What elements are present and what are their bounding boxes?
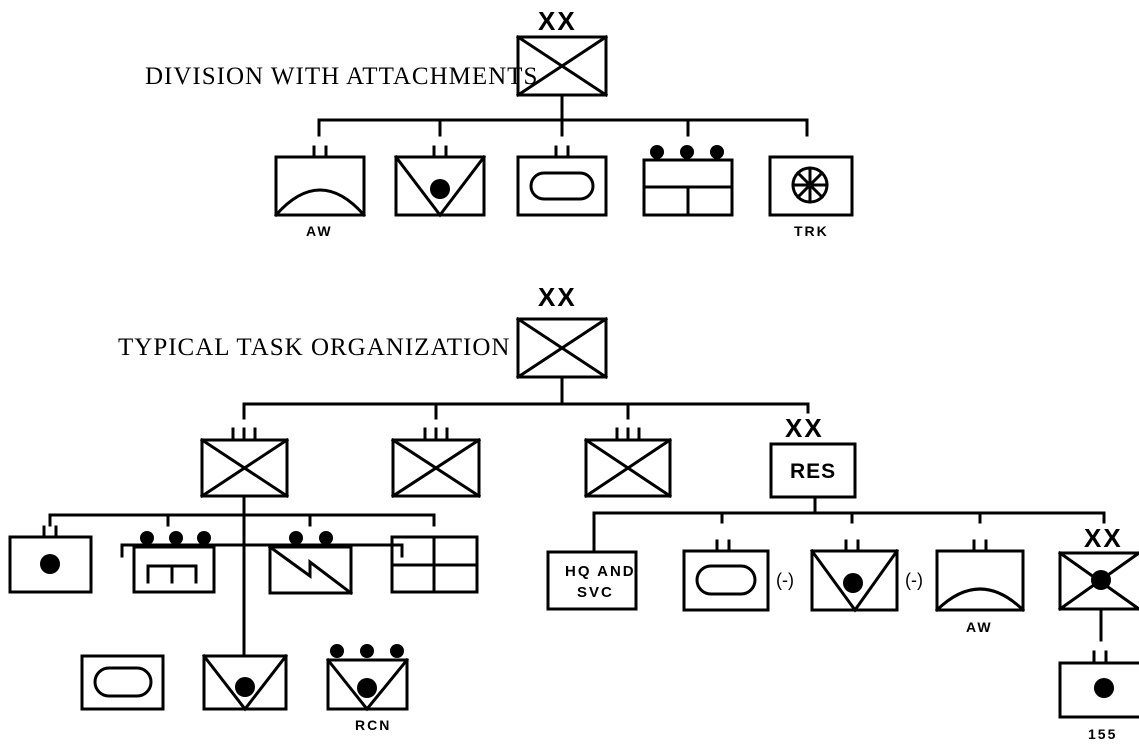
bde-armor-unit [80,654,165,711]
top-armor-unit [516,145,608,217]
bde-engineer-unit [390,535,479,594]
bottom-title: TYPICAL TASK ORGANIZATION [118,334,510,361]
artillery-battalion-unit [1058,650,1139,719]
signal-unit [267,531,354,596]
bottom-division-symbol [515,316,609,380]
top-trk-label: TRK [794,223,829,239]
reserve-connectors [592,495,1106,552]
infantry-unit [8,525,93,594]
res-armor-unit [682,539,770,612]
top-echelon-label: XX [538,6,577,36]
artillery-echelon-label: XX [1084,523,1123,553]
top-mech-infantry-unit [393,145,487,218]
bottom-connector-lines [242,375,810,420]
hq-label-line1: HQ AND [565,563,636,580]
bridge-engineer-unit [132,531,216,594]
top-aw-label: AW [306,223,333,239]
top-air-defense-unit [273,145,367,218]
top-truck-unit [768,155,854,217]
top-engineer-unit [642,145,734,217]
brigade-1-connectors [48,494,436,656]
brigade-3-symbol [583,427,673,499]
res-mech-infantry-unit [809,539,900,613]
res-aw-label: AW [966,619,993,635]
reserve-label: RES [790,460,836,483]
top-title: DIVISION WITH ATTACHMENTS [145,63,538,90]
bottom-echelon-label: XX [538,282,577,312]
bde-recon-unit [325,644,410,712]
reserve-echelon-label: XX [785,413,824,443]
recon-label: RCN [355,717,391,733]
artillery-label: 155 [1088,726,1117,742]
brigade-2-symbol [390,427,482,499]
division-artillery-symbol [1057,550,1139,642]
hq-svc-box [546,550,638,611]
armor-modifier: (-) [776,570,794,590]
top-connector-lines [317,93,809,137]
res-air-defense-unit [934,539,1026,613]
bde-mech-infantry-unit [201,653,289,712]
mech-modifier: (-) [905,570,923,590]
brigade-1-symbol [199,427,290,499]
hq-label-line2: SVC [577,584,614,601]
reserve-box [769,442,857,499]
